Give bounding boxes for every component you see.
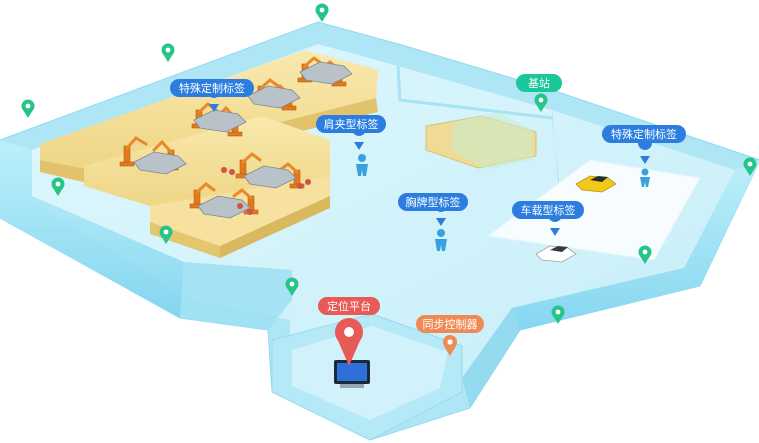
- anchor-pin-icon: [743, 157, 757, 176]
- map-pin-icon: [443, 335, 457, 356]
- anchor-pin-icon: [51, 177, 65, 196]
- car-icon: [299, 61, 353, 85]
- label-sync-controller[interactable]: 同步控制器: [416, 315, 484, 333]
- anchor-pin-icon: [21, 99, 35, 118]
- car-icon: [535, 245, 577, 263]
- wall-front-left: [0, 140, 184, 318]
- label-text: 定位平台: [327, 299, 371, 313]
- anchor-pin-icon: [534, 93, 548, 112]
- zone-back-top: [40, 50, 378, 170]
- wall-front-right: [512, 160, 759, 330]
- car-icon: [247, 85, 301, 109]
- label-text: 基站: [528, 76, 550, 90]
- car-icon: [575, 175, 617, 193]
- label-text: 特殊定制标签: [179, 81, 245, 95]
- label-chest-tag[interactable]: 胸牌型标签: [398, 193, 468, 211]
- anchor-pin-icon: [285, 277, 299, 296]
- label-text: 肩夹型标签: [324, 117, 379, 131]
- label-shoulder-tag[interactable]: 肩夹型标签: [316, 115, 386, 133]
- person-icon: [640, 168, 650, 187]
- car-icon: [197, 195, 251, 219]
- label-positioning-platform[interactable]: 定位平台: [318, 297, 380, 315]
- anchor-pin-icon: [159, 225, 173, 244]
- label-special-tag-right[interactable]: 特殊定制标签: [602, 125, 686, 143]
- label-text: 车载型标签: [521, 203, 576, 217]
- label-base-station[interactable]: 基站: [516, 74, 562, 92]
- wall-front-mid: [180, 262, 292, 330]
- crate-glass: [452, 112, 532, 170]
- label-vehicle-tag[interactable]: 车载型标签: [512, 201, 584, 219]
- anchor-pin-icon: [551, 305, 565, 324]
- car-icon: [243, 165, 297, 189]
- zone-front-side-right: [220, 196, 330, 258]
- anchor-pin-icon: [315, 3, 329, 22]
- monitor-icon: [334, 360, 370, 388]
- label-special-tag-left[interactable]: 特殊定制标签: [170, 79, 254, 97]
- wall-notch: [462, 308, 520, 408]
- anchor-pins: [21, 3, 757, 324]
- person-icon: [356, 154, 368, 176]
- production-zones: [40, 50, 537, 258]
- anchor-pin-icon: [161, 43, 175, 62]
- person-icon: [435, 229, 447, 251]
- label-text: 同步控制器: [423, 317, 478, 331]
- car-bodies: [133, 61, 353, 219]
- anchor-pin-icon: [638, 245, 652, 264]
- label-text: 胸牌型标签: [406, 195, 461, 209]
- car-icon: [133, 151, 187, 175]
- map-pin-icon: [334, 318, 363, 366]
- label-text: 特殊定制标签: [611, 127, 677, 141]
